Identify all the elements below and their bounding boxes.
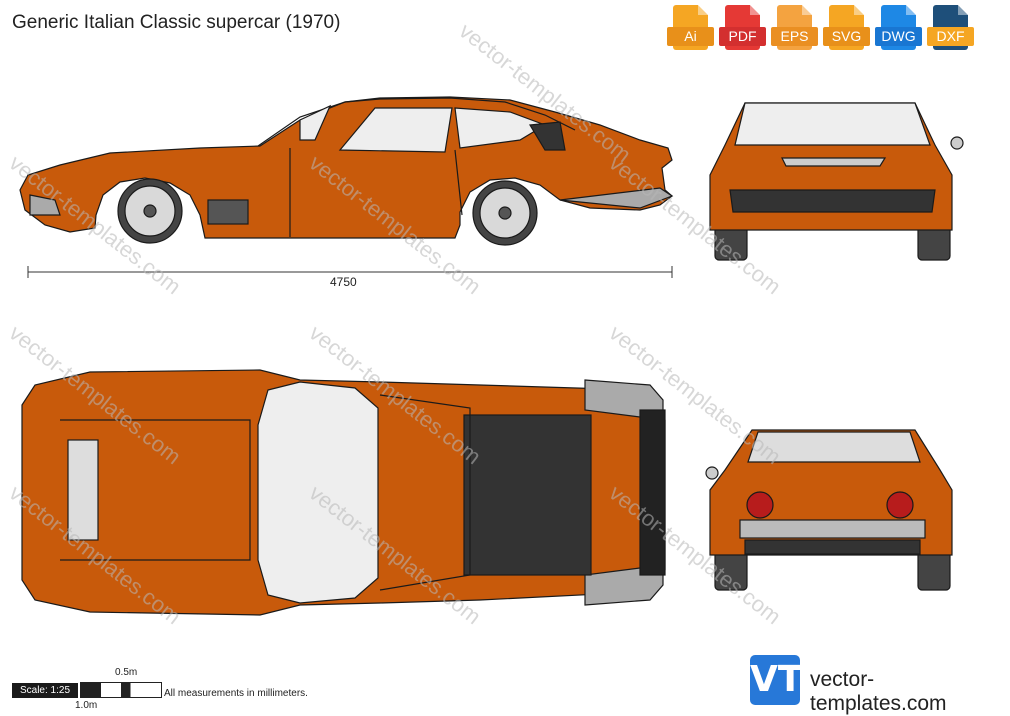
format-pdf-button[interactable]: PDF xyxy=(719,5,766,50)
format-label: SVG xyxy=(823,27,870,46)
format-label: PDF xyxy=(719,27,766,46)
format-label: DXF xyxy=(927,27,974,46)
format-dxf-button[interactable]: DXF xyxy=(927,5,974,50)
format-label: EPS xyxy=(771,27,818,46)
length-dimension: 4750 xyxy=(330,275,357,289)
page-title: Generic Italian Classic supercar (1970) xyxy=(12,12,341,33)
format-eps-button[interactable]: EPS xyxy=(771,5,818,50)
side-view xyxy=(19,96,674,246)
format-ai-button[interactable]: Ai xyxy=(667,5,714,50)
measurement-note: All measurements in millimeters. xyxy=(164,688,308,699)
scale-half-label: 0.5m xyxy=(115,667,138,678)
front-view xyxy=(709,102,964,261)
format-dwg-button[interactable]: DWG xyxy=(875,5,922,50)
brand-name: vector-templates.com xyxy=(810,668,947,715)
scale-label: Scale: 1:25 xyxy=(12,683,78,698)
format-svg-button[interactable]: SVG xyxy=(823,5,870,50)
scale-bar xyxy=(80,682,162,698)
scale-full-label: 1.0m xyxy=(75,700,98,711)
dimension-line xyxy=(27,266,673,278)
brand-logo: VT xyxy=(750,655,802,705)
format-label: Ai xyxy=(667,27,714,46)
format-list: Ai PDF EPS SVG DWG DXF xyxy=(667,5,974,50)
format-label: DWG xyxy=(875,27,922,46)
rear-view xyxy=(705,429,953,591)
top-view xyxy=(21,369,666,616)
